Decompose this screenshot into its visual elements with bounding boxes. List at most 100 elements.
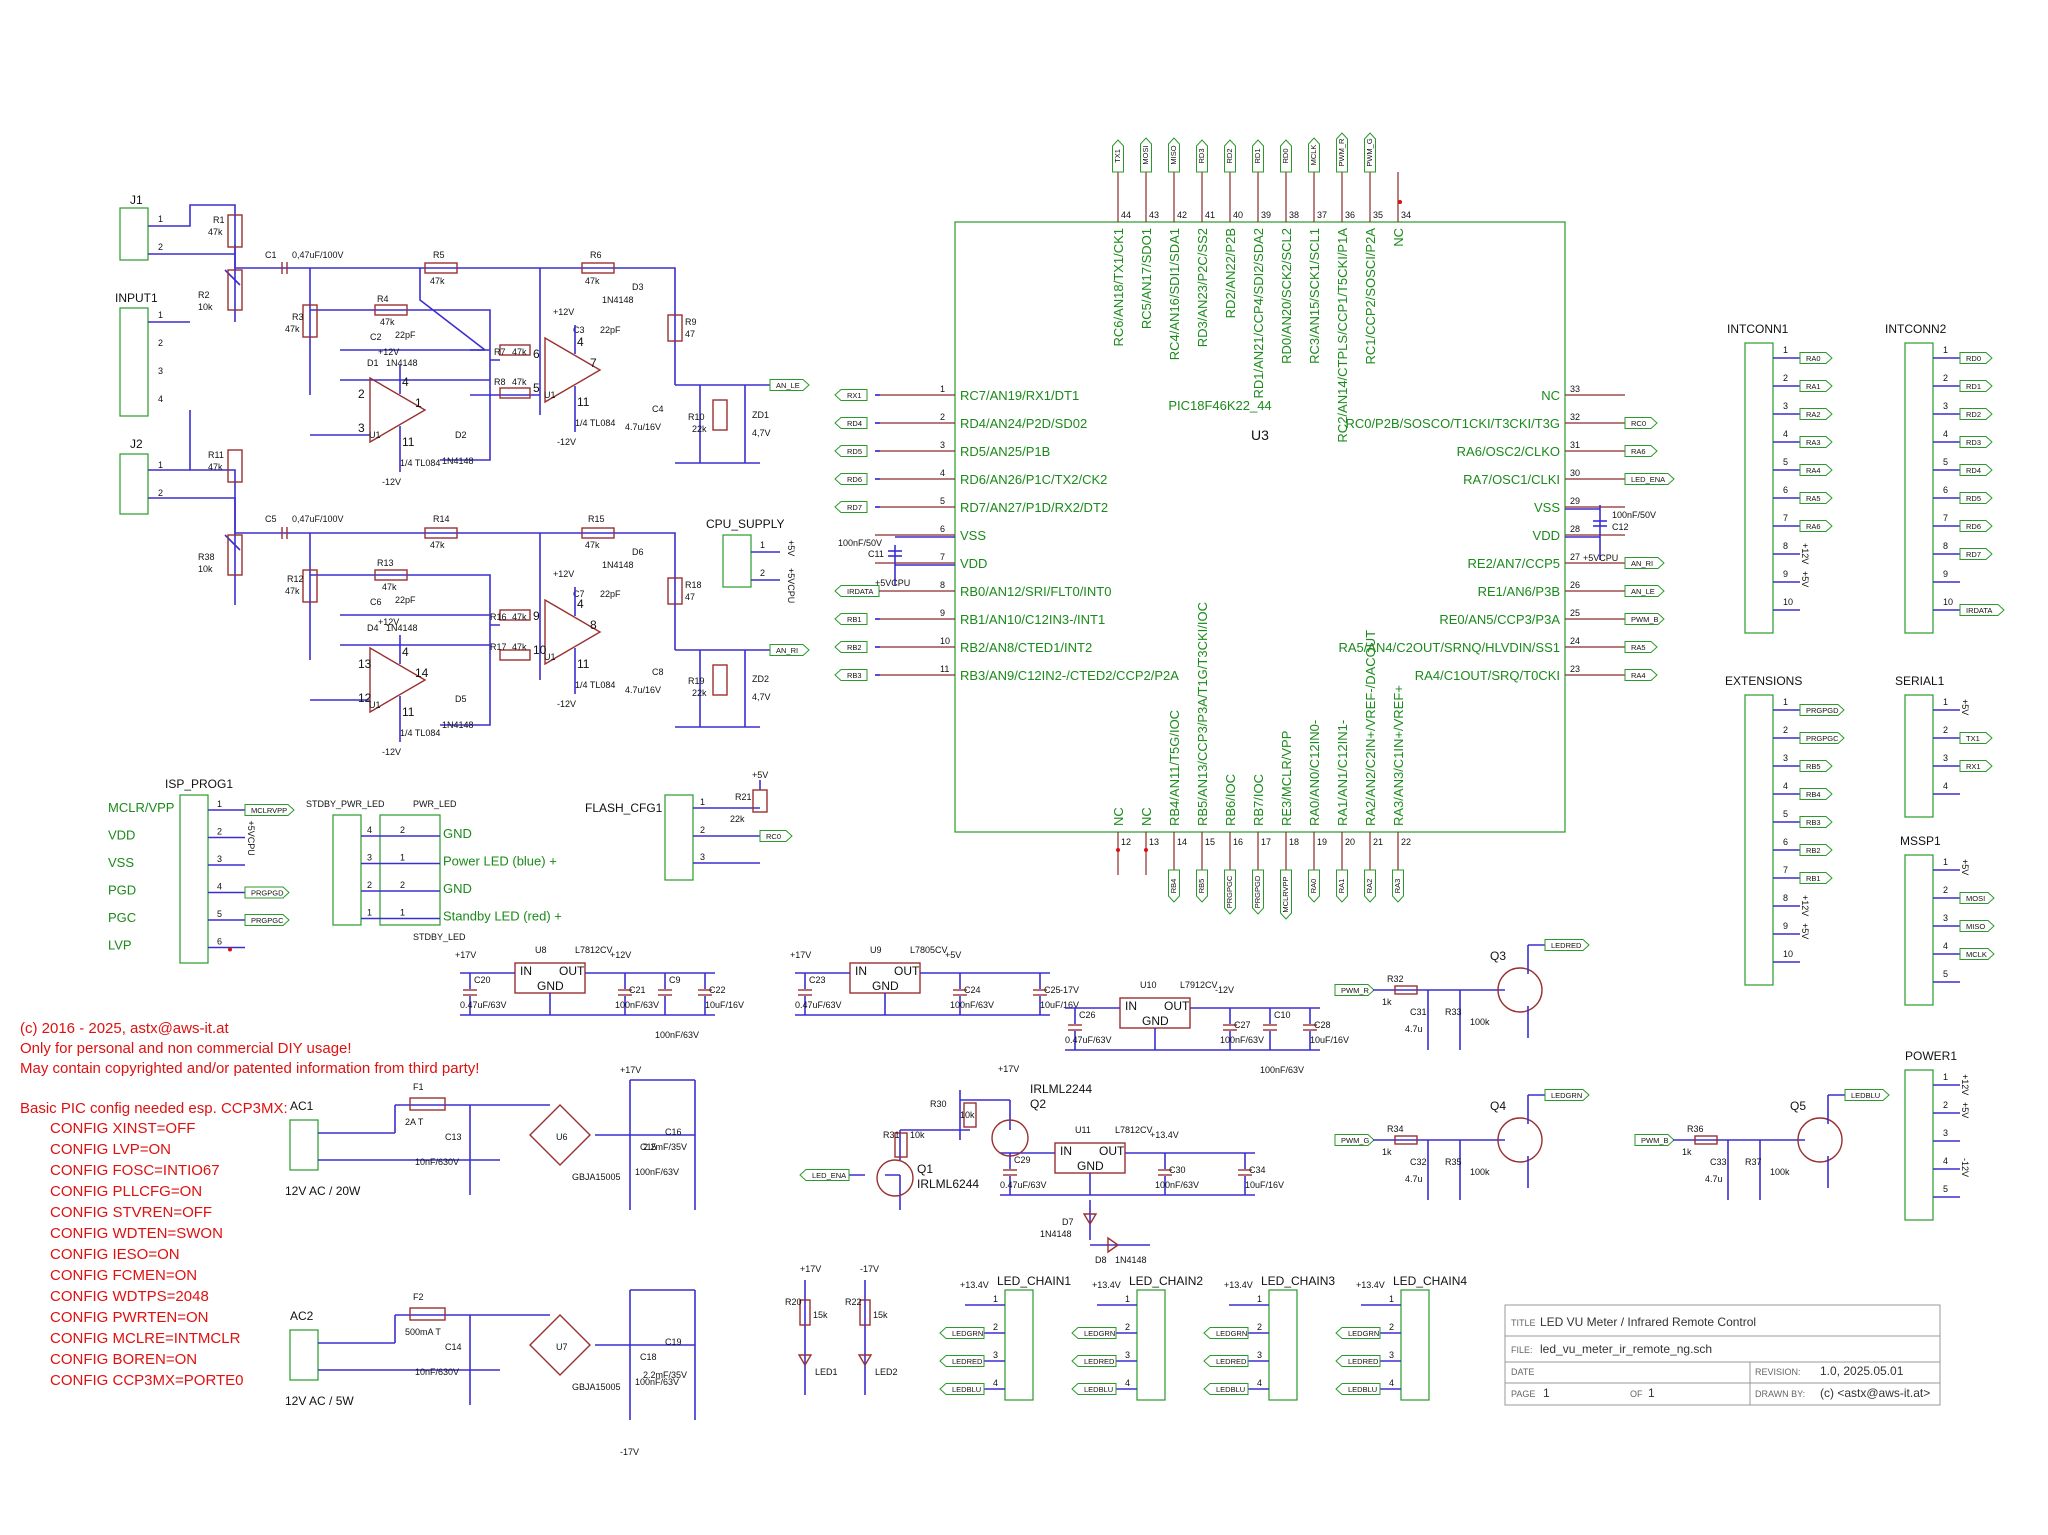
tb-title-key: TITLE — [1511, 1318, 1536, 1328]
intconn2-pin-6: 6 — [1943, 485, 1948, 495]
mcu-pin-num-2: 2 — [940, 412, 945, 422]
mssp-net-4-flag — [1959, 948, 1995, 960]
mcu-pin-num-31: 31 — [1570, 440, 1580, 450]
extensions-net-3-label: RB5 — [1806, 762, 1821, 771]
r12-val: 47k — [285, 586, 300, 596]
reg-cap-val: 0.47uF/63V — [1065, 1035, 1112, 1045]
mssp-pin-1: 1 — [1943, 857, 1948, 867]
driver-out-label: LEDGRN — [1551, 1091, 1582, 1100]
chain-ref: LED_CHAIN2 — [1129, 1274, 1203, 1288]
r16-val: 47k — [512, 612, 527, 622]
led-rail: -17V — [860, 1264, 879, 1274]
c5-val: 0,47uF/100V — [292, 514, 344, 524]
opamp-pin-out: 7 — [590, 356, 597, 370]
input1-pin2: 2 — [158, 338, 163, 348]
extensions-pin-3: 3 — [1783, 753, 1788, 763]
reg-cap-ref: C20 — [474, 975, 491, 985]
extensions-pin-8: 8 — [1783, 893, 1788, 903]
driver-rb-val: 1k — [1682, 1147, 1692, 1157]
c5-ref: C5 — [265, 514, 277, 524]
driver-rb — [1694, 1135, 1718, 1145]
r30-val: 10k — [960, 1110, 975, 1120]
r8 — [499, 387, 531, 399]
mcu-net-43-flag — [1140, 137, 1152, 173]
extensions-net-9: +5V — [1800, 923, 1810, 939]
stdby-b-0: 2 — [400, 825, 405, 835]
mcu-net-22-label: RA3 — [1393, 879, 1402, 894]
chain-net-label: LEDBLU — [1216, 1385, 1245, 1394]
intconn1: INTCONN11RA02RA13RA24RA35RA46RA57RA68+12… — [1727, 322, 1833, 634]
bridge-ref: U7 — [556, 1342, 568, 1352]
isp-pin-3: 3 — [217, 854, 222, 864]
csmall-val: 100nF/63V — [635, 1377, 679, 1387]
mcu-pin-name-25: RE0/AN5/CCP3/P3A — [1439, 612, 1560, 627]
intconn1-pin-3: 3 — [1783, 401, 1788, 411]
c2-ref: C2 — [370, 332, 382, 342]
mcu-net-26-label: AN_LE — [1631, 587, 1655, 596]
r2-ref: R2 — [198, 290, 210, 300]
bridge-ref: U6 — [556, 1132, 568, 1142]
cbig-ref: C19 — [665, 1337, 682, 1347]
j2-ref: J2 — [130, 437, 143, 451]
mcu-net-31-label: RA6 — [1631, 447, 1646, 456]
reg-cap-ref: C21 — [629, 985, 646, 995]
tb-drawn: (c) <astx@aws-it.at> — [1820, 1386, 1930, 1400]
reg-in: IN — [1060, 1144, 1072, 1158]
j1-pin2: 2 — [158, 242, 163, 252]
serial-ref: SERIAL1 — [1895, 674, 1945, 688]
note-line: Only for personal and non commercial DIY… — [20, 1040, 352, 1057]
mcu-pin-num-6: 6 — [940, 524, 945, 534]
intconn1-pin-4: 4 — [1783, 429, 1788, 439]
note-config: CONFIG FCMEN=ON — [50, 1267, 197, 1284]
intconn2-net-3-flag — [1959, 408, 1993, 420]
mcu-pin-num-19: 19 — [1317, 837, 1327, 847]
d3-ref: D3 — [632, 282, 644, 292]
cbig-val: 2.2mF/35V — [643, 1142, 687, 1152]
serial-net-2-flag — [1959, 732, 1993, 744]
intconn1-net-4-label: RA3 — [1806, 438, 1821, 447]
chain-rail: +13.4V — [1356, 1280, 1385, 1290]
opamp-part: 1/4 TL084 — [575, 418, 615, 428]
intconn2-net-6-label: RD5 — [1966, 494, 1981, 503]
q1-part: IRLML6244 — [917, 1177, 979, 1191]
chain-net-flag — [1071, 1355, 1117, 1367]
intconn1-net-3-label: RA2 — [1806, 410, 1821, 419]
reg-in: IN — [1125, 999, 1137, 1013]
mcu-pin-num-14: 14 — [1177, 837, 1187, 847]
tb-rev: 1.0, 2025.05.01 — [1820, 1364, 1904, 1378]
mcu-pin-num-26: 26 — [1570, 580, 1580, 590]
cpu-supply: CPU_SUPPLY 1 2 +5V +5VCPU — [706, 517, 796, 603]
mcu-net-32-label: RC0 — [1631, 419, 1646, 428]
led-resistor — [859, 1299, 871, 1326]
tb-page: 1 — [1543, 1386, 1550, 1400]
flash-flag: RC0 — [759, 830, 793, 842]
opamp-pin-b: 12 — [358, 691, 372, 705]
driver-in-flag — [1334, 1134, 1375, 1146]
mcu-net-39-label: RD1 — [1253, 148, 1262, 163]
serial-net-3-flag — [1959, 760, 1993, 772]
mcu-pin-num-8: 8 — [940, 580, 945, 590]
intconn2-net-3-label: RD2 — [1966, 410, 1981, 419]
note-line: (c) 2016 - 2025, astx@aws-it.at — [20, 1020, 229, 1037]
c11-ref: C11 — [868, 549, 884, 559]
power_conn-body — [1904, 1069, 1934, 1221]
c8-ref: C8 — [652, 667, 664, 677]
driver-rb-val: 1k — [1382, 1147, 1392, 1157]
csmall-val: 100nF/63V — [635, 1167, 679, 1177]
chain-pin: 1 — [1257, 1294, 1262, 1304]
driver-rb — [1394, 1135, 1418, 1145]
j2-pin2: 2 — [158, 488, 163, 498]
extensions-net-8: +12V — [1800, 895, 1810, 916]
extensions-net-5-label: RB3 — [1806, 818, 1821, 827]
tb-file-key: FILE: — [1511, 1345, 1533, 1355]
reg-cap-ref: C26 — [1079, 1010, 1096, 1020]
led-r-ref: R22 — [845, 1297, 862, 1307]
mcu-pin-name-34: NC — [1391, 228, 1406, 247]
chain-net-flag — [1335, 1355, 1381, 1367]
cx-val: 10nF/630V — [415, 1157, 459, 1167]
reg-out: OUT — [559, 964, 585, 978]
mcu-pin-num-18: 18 — [1289, 837, 1299, 847]
reg-cap-val: 10uF/16V — [705, 1000, 744, 1010]
mcu-net-20-label: RA1 — [1337, 879, 1346, 894]
